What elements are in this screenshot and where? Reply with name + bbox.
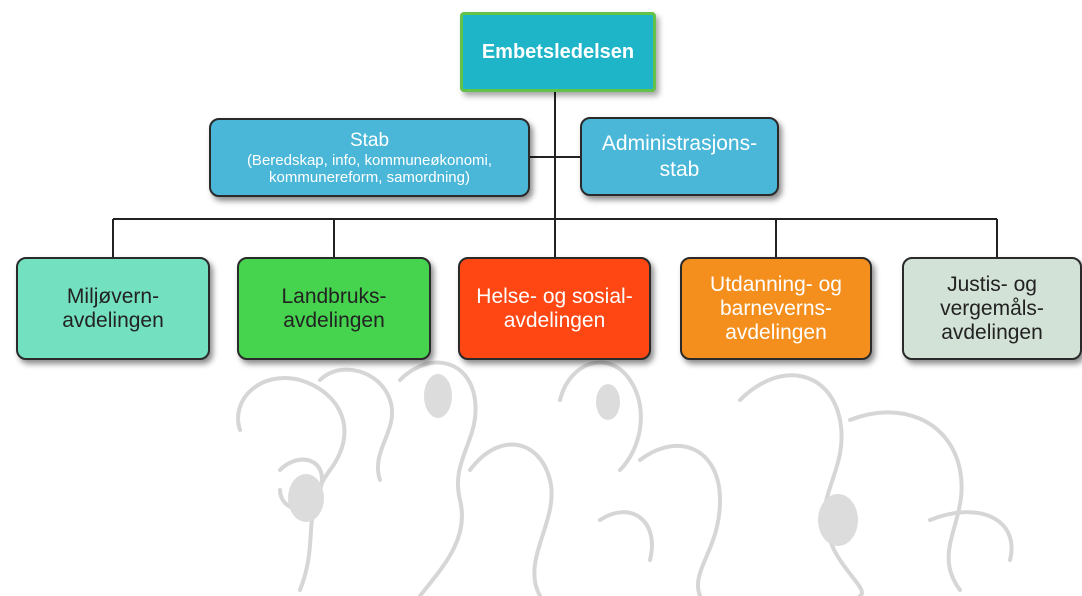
stab-title: Stab: [349, 129, 390, 151]
landbruks-department-box: Landbruks- avdelingen: [237, 257, 431, 360]
stab-description-line: (Beredskap, info, kommuneøkonomi,: [246, 151, 493, 169]
stab-box: Stab (Beredskap, info, kommuneøkonomi, k…: [209, 118, 530, 197]
utdanning-barnevern-department-box: Utdanning- og barneverns- avdelingen: [680, 257, 872, 360]
department-label-line: avdelingen: [283, 308, 385, 332]
embetsledelsen-label: Embetsledelsen: [481, 40, 635, 63]
department-label-line: vergemåls-: [940, 296, 1044, 320]
department-label-line: avdelingen: [941, 320, 1043, 344]
department-label-line: avdelingen: [62, 308, 164, 332]
department-label-line: Utdanning- og: [710, 272, 842, 296]
department-label-line: avdelingen: [503, 308, 606, 332]
embetsledelsen-box: Embetsledelsen: [460, 12, 656, 92]
department-label-line: Justis- og: [947, 272, 1037, 296]
administrasjonsstab-label-line: Administrasjons-: [601, 131, 758, 155]
justis-vergemal-department-box: Justis- og vergemåls- avdelingen: [902, 257, 1082, 360]
helse-sosial-department-box: Helse- og sosial- avdelingen: [458, 257, 651, 360]
administrasjonsstab-box: Administrasjons- stab: [580, 117, 779, 196]
department-label-line: barneverns-: [719, 296, 833, 320]
department-label-line: Helse- og sosial-: [476, 284, 633, 308]
department-label-line: avdelingen: [725, 320, 827, 344]
department-label-line: Landbruks-: [281, 284, 387, 308]
department-label-line: Miljøvern-: [66, 284, 160, 308]
stab-description-line: kommunereform, samordning): [269, 168, 470, 186]
administrasjonsstab-label-line: stab: [659, 157, 700, 181]
miljovern-department-box: Miljøvern- avdelingen: [16, 257, 210, 360]
